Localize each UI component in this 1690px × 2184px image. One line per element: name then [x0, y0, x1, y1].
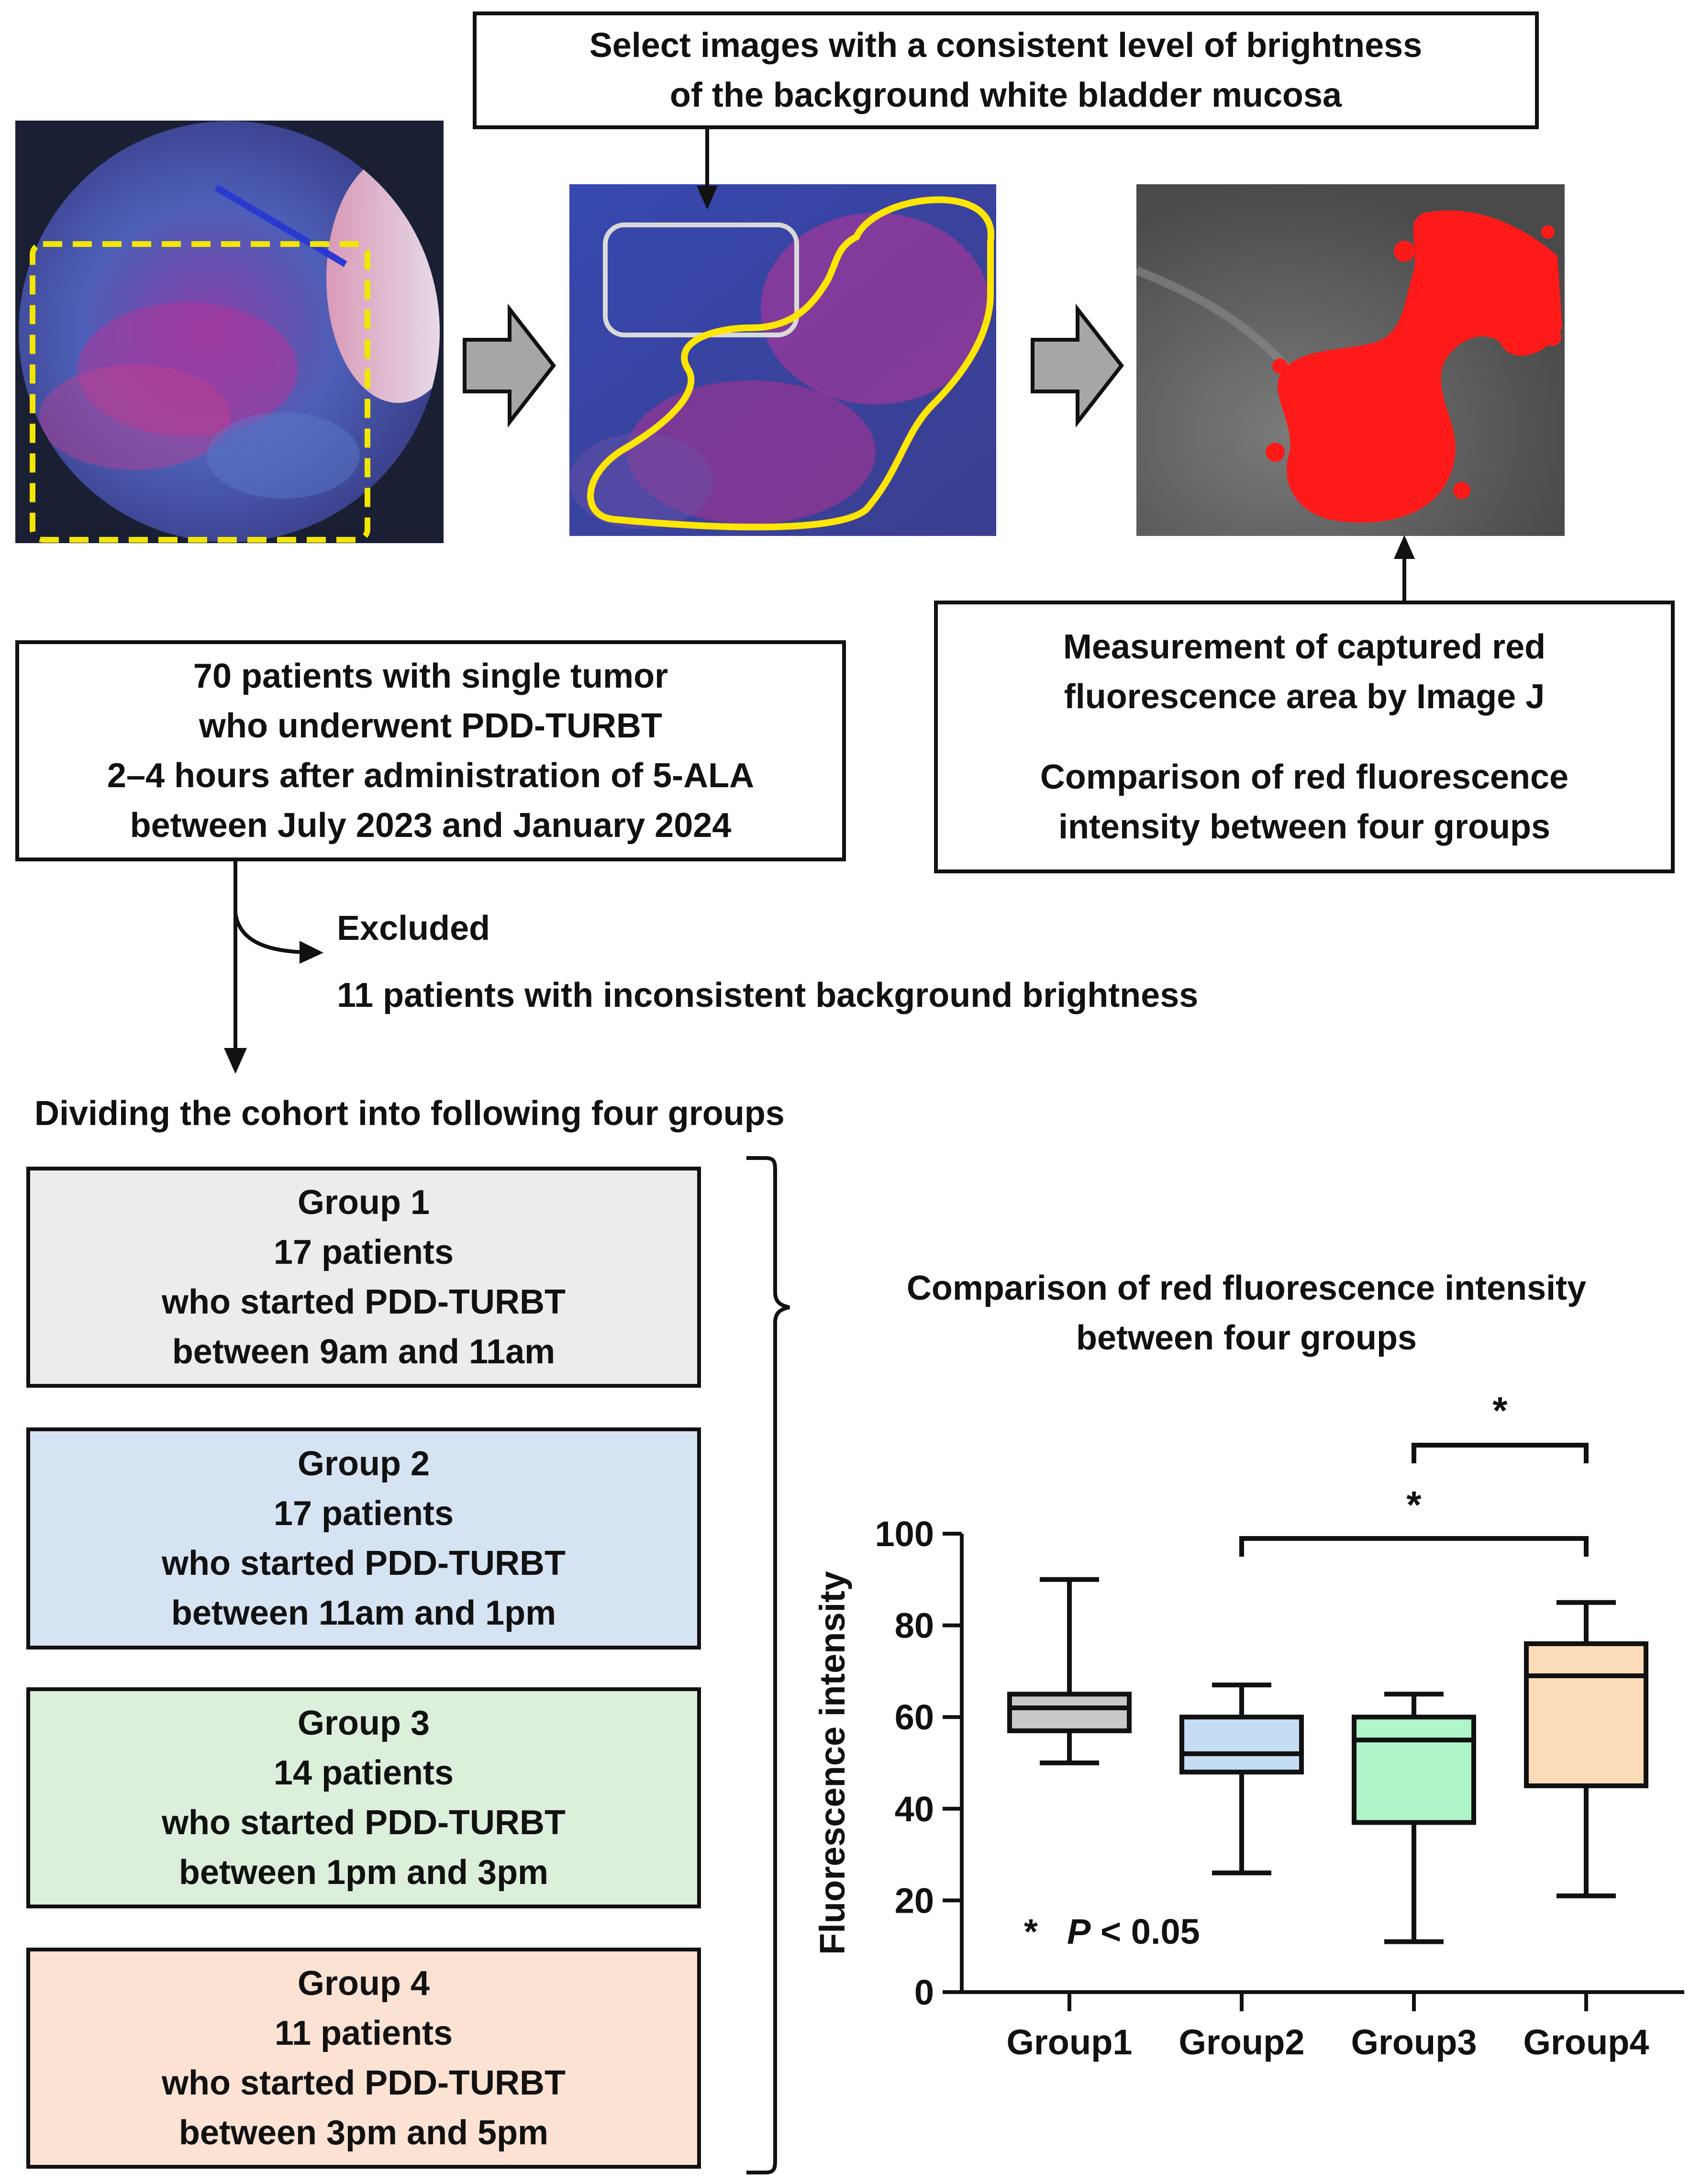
group-1-box: Group 1 17 patients who started PDD-TURB… — [26, 1167, 701, 1388]
measurement-line3: Comparison of red fluorescence — [1040, 758, 1569, 796]
group-2-box: Group 2 17 patients who started PDD-TURB… — [26, 1427, 701, 1649]
box-group4 — [1524, 1641, 1648, 1788]
process-arrow-1 — [463, 303, 556, 428]
measurement-line4: intensity between four groups — [1058, 808, 1551, 846]
measurement-line2: fluorescence area by Image J — [1064, 678, 1545, 716]
x-tick-label: Group2 — [1179, 2022, 1304, 2062]
arrow-to-selected-region — [697, 128, 718, 210]
p-annotation-star: * — [1024, 1912, 1038, 1951]
y-tick-label: 60 — [895, 1697, 934, 1737]
group-2-count: 17 patients — [273, 1494, 454, 1533]
excluded-detail: 11 patients with inconsistent background… — [337, 976, 1199, 1014]
group-3-desc: who started PDD-TURBT — [162, 1804, 566, 1842]
x-tick-label: Group3 — [1351, 2022, 1477, 2062]
group-2-desc: who started PDD-TURBT — [162, 1544, 566, 1582]
group-1-title: Group 1 — [297, 1183, 430, 1222]
comparison-line2: between four groups — [1076, 1319, 1417, 1357]
box-group3 — [1352, 1715, 1476, 1825]
measurement-line1: Measurement of captured red — [1063, 628, 1546, 666]
y-tick-label: 100 — [875, 1514, 934, 1554]
significance-star: * — [1406, 1483, 1422, 1526]
cohort-line2: who underwent PDD-TURBT — [199, 707, 662, 745]
group-1-count: 17 patients — [273, 1233, 454, 1271]
y-tick-label: 80 — [895, 1606, 934, 1646]
p-annotation-p: P — [1067, 1912, 1091, 1951]
group-4-box: Group 4 11 patients who started PDD-TURB… — [26, 1948, 701, 2169]
group-4-title: Group 4 — [297, 1964, 430, 2003]
significance-star: * — [1492, 1389, 1508, 1432]
y-tick-label: 0 — [914, 1972, 934, 2012]
group-3-box: Group 3 14 patients who started PDD-TURB… — [26, 1687, 701, 1908]
measurement-photo — [1136, 184, 1565, 536]
group-bracket — [746, 1156, 790, 2174]
y-tick-label: 20 — [895, 1881, 934, 1920]
group-4-time: between 3pm and 5pm — [178, 2114, 549, 2152]
cohort-line4: between July 2023 and January 2024 — [130, 806, 732, 845]
cohort-line1: 70 patients with single tumor — [193, 657, 668, 695]
selection-criteria-line2: of the background white bladder mucosa — [669, 76, 1342, 114]
process-arrow-2 — [1031, 303, 1124, 428]
selection-criteria-line1: Select images with a consistent level of… — [589, 26, 1423, 65]
y-axis-label: Fluorescence intensity — [812, 1571, 852, 1955]
significance-bracket — [1239, 1536, 1589, 1557]
measurement-box: Measurement of captured red fluorescence… — [934, 601, 1675, 873]
dividing-label: Dividing the cohort into following four … — [34, 1094, 785, 1133]
selection-criteria-box: Select images with a consistent level of… — [473, 11, 1539, 129]
group-4-count: 11 patients — [274, 2014, 453, 2052]
box-group2 — [1179, 1715, 1304, 1775]
group-1-time: between 9am and 11am — [172, 1333, 556, 1371]
cohort-line3: 2–4 hours after administration of 5-ALA — [107, 757, 755, 795]
significance-bracket — [1412, 1443, 1589, 1463]
p-annotation-value: < 0.05 — [1101, 1912, 1200, 1951]
flow-arrows — [224, 860, 323, 1074]
group-3-title: Group 3 — [297, 1704, 430, 1742]
box-group1 — [1007, 1692, 1132, 1733]
group-2-title: Group 2 — [297, 1445, 430, 1483]
x-tick-label: Group4 — [1523, 2022, 1649, 2062]
selected-region-photo — [569, 184, 996, 536]
group-3-count: 14 patients — [273, 1754, 454, 1792]
arrow-to-measurement-photo — [1394, 535, 1415, 602]
x-tick-label: Group1 — [1006, 2022, 1132, 2062]
group-2-time: between 11am and 1pm — [171, 1594, 556, 1632]
excluded-label: Excluded — [337, 909, 490, 947]
group-4-desc: who started PDD-TURBT — [162, 2064, 566, 2102]
group-1-desc: who started PDD-TURBT — [162, 1283, 566, 1321]
comparison-line1: Comparison of red fluorescence intensity — [906, 1269, 1587, 1307]
group-3-time: between 1pm and 3pm — [178, 1853, 549, 1892]
cohort-box: 70 patients with single tumor who underw… — [15, 640, 846, 861]
cystoscopy-photo — [15, 121, 444, 543]
y-tick-label: 40 — [895, 1789, 934, 1829]
